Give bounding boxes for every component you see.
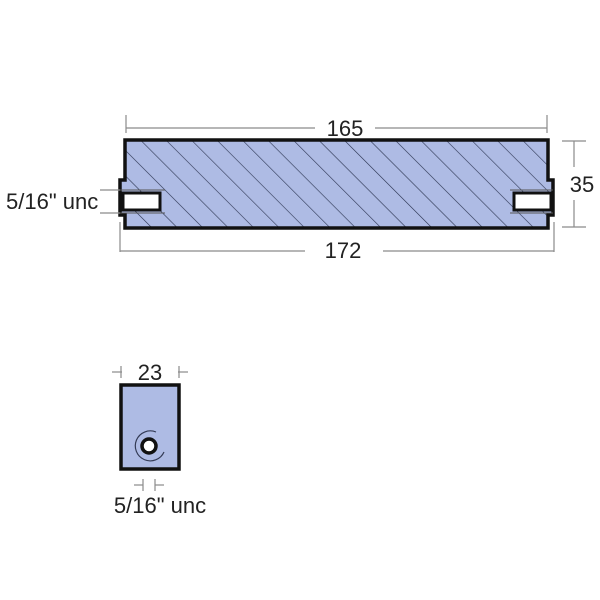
dimension-35 (562, 140, 586, 228)
thread-leader-lines (100, 189, 120, 214)
dimension-label-35: 35 (570, 172, 594, 197)
dimension-label-172: 172 (325, 238, 362, 263)
dimension-label-23: 23 (138, 360, 162, 385)
thread-spiral-icon (134, 430, 165, 462)
end-view-body (119, 383, 181, 471)
right-thread-slot (512, 191, 553, 212)
dimension-label-165: 165 (327, 116, 364, 141)
thread-lines (120, 189, 553, 214)
dimension-23 (112, 366, 188, 378)
dimension-165 (125, 115, 548, 133)
threaded-hole (140, 437, 158, 455)
side-view: 165 5/16" unc 172 (6, 115, 594, 263)
dimension-172 (119, 222, 555, 252)
anode-bar-body (118, 138, 555, 230)
left-thread-slot (121, 191, 162, 212)
end-thread-label: 5/16" unc (114, 493, 206, 518)
side-thread-label: 5/16" unc (6, 189, 98, 214)
end-view: 23 5/16" unc (112, 360, 206, 518)
hole-dimension-ticks (134, 479, 164, 491)
